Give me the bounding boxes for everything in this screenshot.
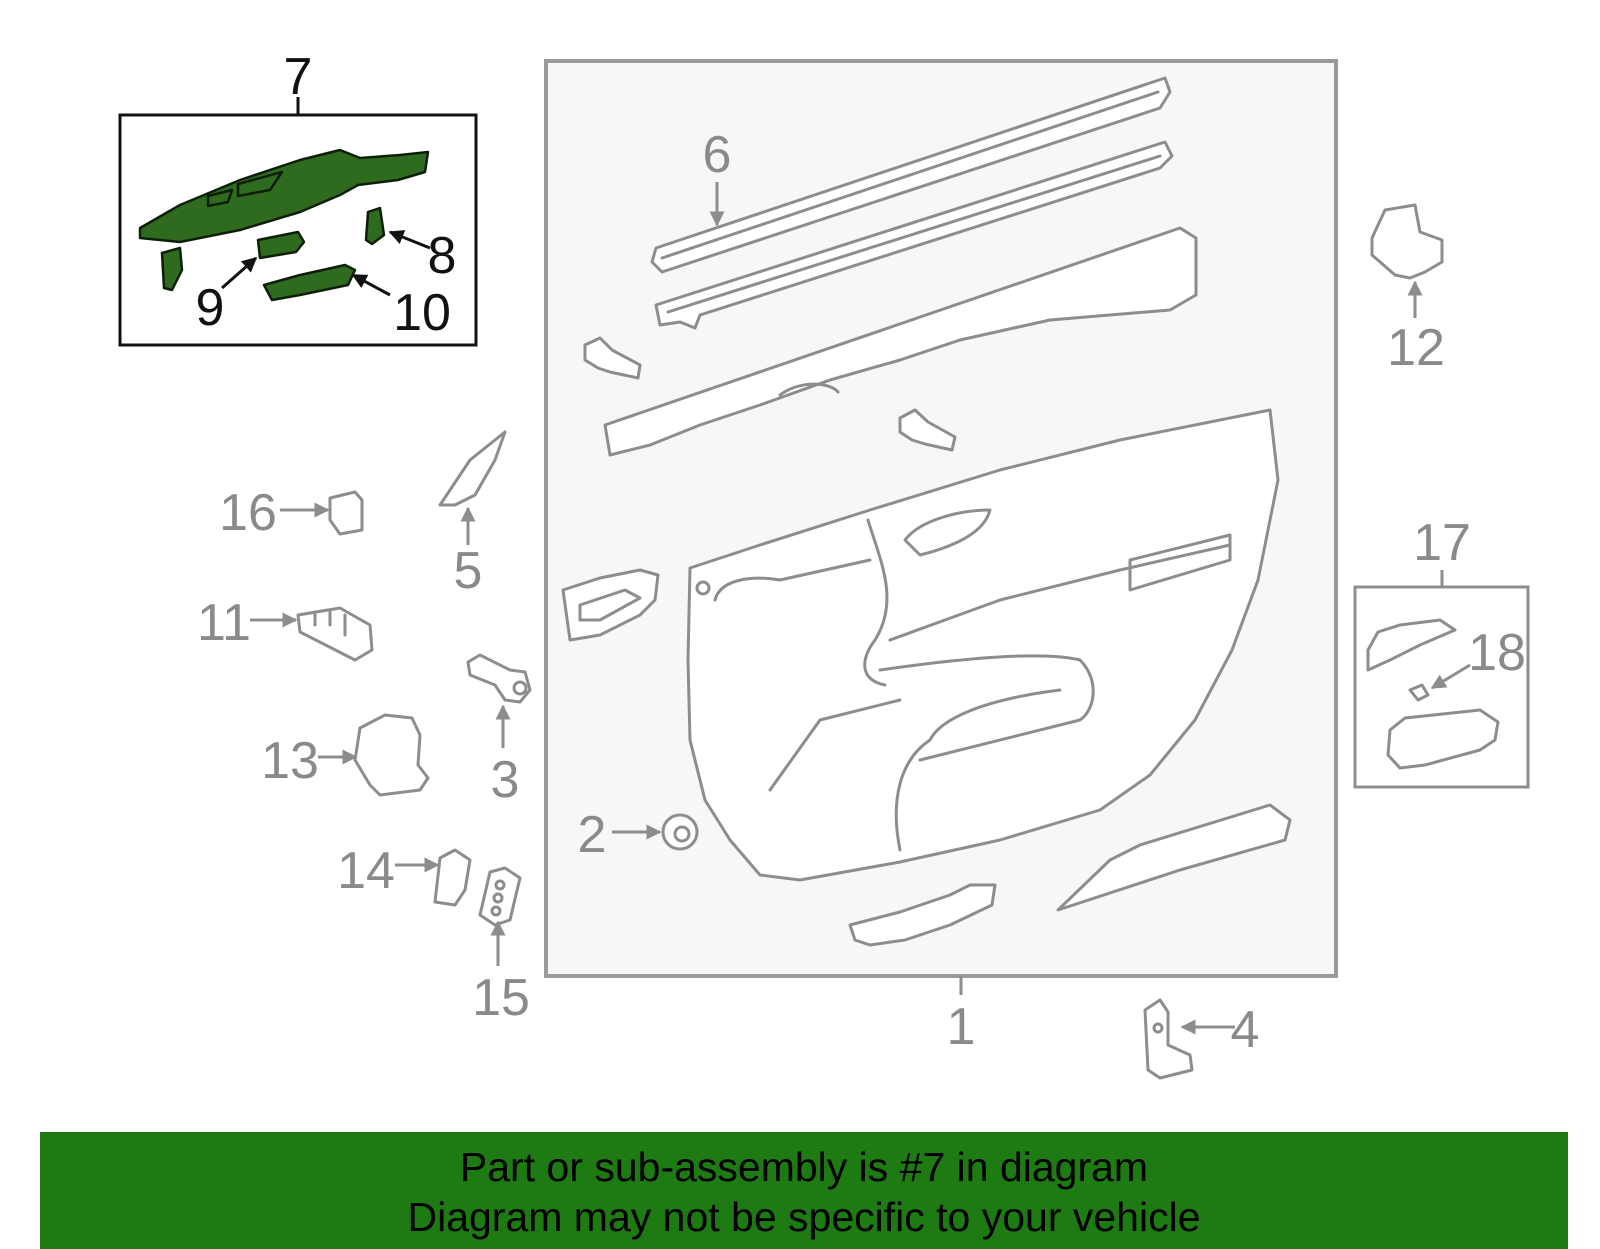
part-3-bolt[interactable]: [466, 653, 532, 704]
part-11-switch[interactable]: [296, 606, 374, 662]
leader-10: [351, 273, 391, 297]
part-12-switch[interactable]: [1370, 203, 1444, 280]
lower-armrest-trim[interactable]: [1056, 803, 1292, 912]
part-5-cover[interactable]: [438, 430, 507, 507]
callout-11: 11: [197, 594, 251, 652]
callout-1: 1: [947, 998, 976, 1056]
part-7-armrest-base[interactable]: [138, 148, 430, 244]
callout-10: 10: [393, 284, 451, 342]
callout-18: 18: [1468, 624, 1526, 682]
callout-13: 13: [261, 732, 319, 790]
callout-5: 5: [454, 542, 483, 600]
part-1-door-trim[interactable]: [686, 408, 1280, 882]
banner-line-2: Diagram may not be specific to your vehi…: [407, 1194, 1201, 1240]
upper-trim-panel[interactable]: [603, 226, 1198, 457]
banner-line-1: Part or sub-assembly is #7 in diagram: [459, 1144, 1149, 1190]
callout-12: 12: [1387, 319, 1445, 377]
callout-6: 6: [703, 126, 732, 184]
callout-16: 16: [219, 484, 277, 542]
callout-3: 3: [491, 751, 520, 809]
callout-2: 2: [578, 806, 607, 864]
part-10-garnish[interactable]: [262, 263, 357, 302]
callout-14: 14: [337, 842, 395, 900]
part-18-bulb[interactable]: [1408, 683, 1430, 702]
callout-17: 17: [1413, 514, 1471, 572]
clip-screw-upper[interactable]: [583, 336, 642, 380]
part-16-clip[interactable]: [328, 490, 364, 536]
part-8-clip[interactable]: [364, 206, 386, 246]
part-17-bezel[interactable]: [1366, 618, 1457, 672]
callout-8: 8: [428, 227, 457, 285]
clip-left[interactable]: [160, 246, 184, 292]
part-15-plate[interactable]: [478, 866, 522, 927]
part-6-weatherstrip[interactable]: [650, 76, 1174, 330]
leader-18: [1430, 663, 1471, 690]
part-9-switch-cover[interactable]: [256, 230, 306, 260]
part-4-bracket[interactable]: [1143, 998, 1194, 1080]
part-13-switch[interactable]: [353, 713, 430, 797]
lower-bracket[interactable]: [848, 883, 997, 947]
callout-9: 9: [196, 279, 225, 337]
part-17-lamp[interactable]: [1386, 708, 1500, 770]
clip-screw-middle[interactable]: [898, 408, 957, 452]
callout-7: 7: [284, 48, 313, 106]
part-2-clip[interactable]: [661, 813, 699, 851]
callout-4: 4: [1231, 1001, 1260, 1059]
leader-8: [388, 230, 431, 250]
callout-15: 15: [472, 969, 530, 1027]
part-14-bracket[interactable]: [433, 848, 472, 907]
info-banner: Part or sub-assembly is #7 in diagram Di…: [40, 1132, 1568, 1249]
leader-9: [221, 256, 258, 290]
inner-handle-bezel[interactable]: [561, 568, 660, 642]
